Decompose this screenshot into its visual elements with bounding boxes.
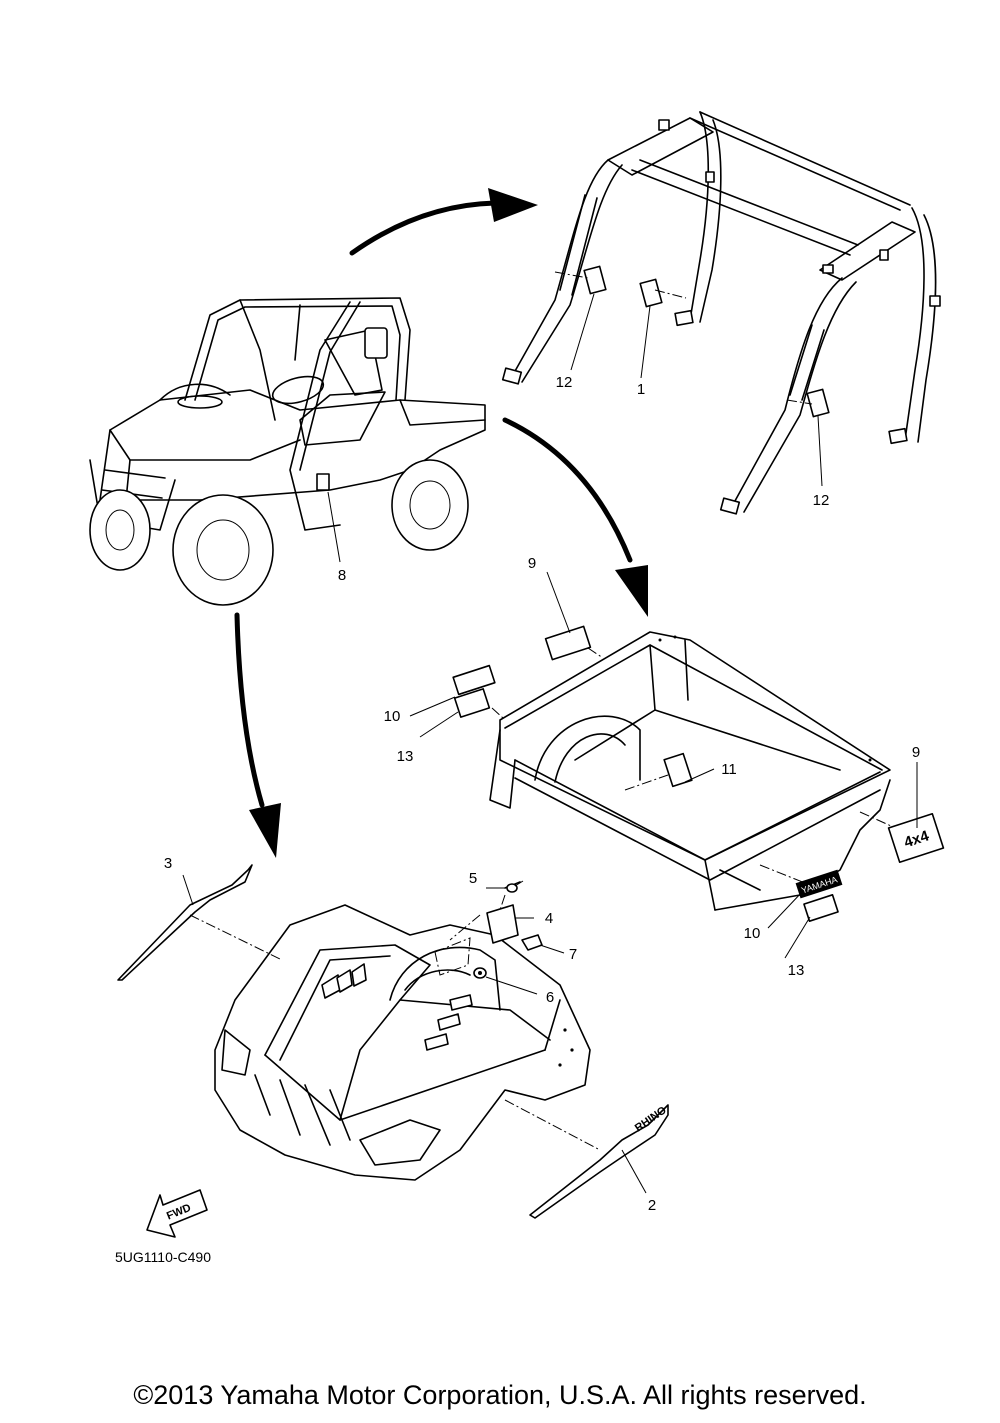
hood-small-parts	[449, 880, 543, 979]
callout-6: 6	[546, 989, 554, 1006]
roll-cage-decals	[554, 265, 830, 487]
leader-lines	[182, 571, 918, 1194]
hood-decal-right: RHINO	[504, 1099, 669, 1219]
callout-4: 4	[545, 910, 553, 927]
front-hood	[214, 904, 591, 1181]
callout-9-bed-top: 9	[528, 555, 536, 572]
callout-5: 5	[469, 870, 477, 887]
callout-11: 11	[721, 761, 737, 778]
arrow-to-front-hood	[234, 612, 281, 858]
cargo-bed	[489, 631, 891, 911]
vehicle-overview	[89, 297, 486, 606]
cargo-bed-decals: 4x4 YAMAHA	[452, 625, 945, 922]
arrow-to-roll-cage	[349, 188, 538, 256]
roll-cage	[501, 111, 941, 515]
fwd-arrow: FWD	[146, 1189, 208, 1238]
decal-yamaha: YAMAHA	[795, 869, 843, 899]
callout-1: 1	[637, 381, 645, 398]
copyright-notice: ©2013 Yamaha Motor Corporation, U.S.A. A…	[133, 1380, 867, 1410]
callout-13-bed-side: 13	[788, 962, 805, 979]
callout-3: 3	[164, 855, 172, 872]
callouts: 1 2 3 4 5 6 7 8 9 9 10 10 11 12 12 13 13	[164, 374, 920, 1214]
callout-13-bed-front: 13	[397, 748, 414, 765]
callout-12-right: 12	[813, 492, 830, 509]
hood-decal-left	[117, 864, 283, 981]
callout-7: 7	[569, 946, 577, 963]
callout-12-left: 12	[556, 374, 573, 391]
callout-8: 8	[338, 567, 346, 584]
callout-10-bed-side: 10	[744, 925, 761, 942]
diagram-code: 5UG1110-C490	[115, 1249, 211, 1265]
callout-10-bed-front: 10	[384, 708, 401, 725]
decal-4x4: 4x4	[887, 812, 945, 864]
callout-9-bed-side: 9	[912, 744, 920, 761]
callout-2: 2	[648, 1197, 656, 1214]
arrow-to-cargo-bed	[502, 417, 648, 617]
